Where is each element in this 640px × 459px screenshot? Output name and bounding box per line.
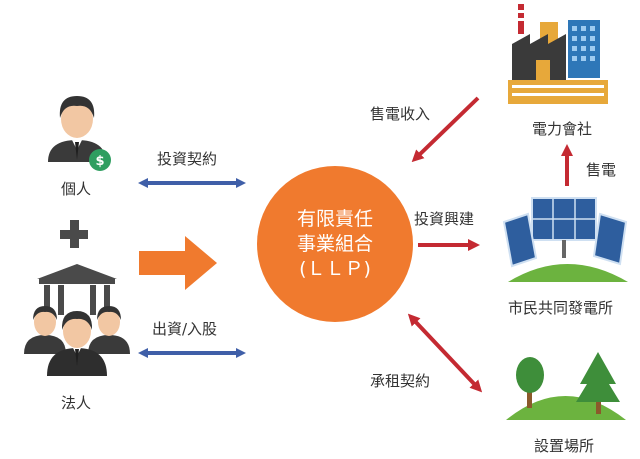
llp-label: 有限責任 事業組合 (ＬＬＰ) — [258, 207, 412, 282]
citizen-plant-icon — [502, 197, 628, 282]
contribution-label: 出資/入股 — [152, 320, 218, 338]
power-company-icon — [508, 4, 608, 104]
corporation-label: 法人 — [61, 394, 92, 412]
citizen-plant-label: 市民共同發電所 — [508, 299, 614, 317]
electricity-revenue-arrow — [411, 96, 480, 163]
lease-contract-arrow — [407, 313, 483, 393]
llp-label-line1: 有限責任 — [296, 208, 373, 230]
sell-power-label: 售電 — [586, 161, 617, 179]
installation-site-icon — [506, 352, 626, 420]
power-company-label: 電力會社 — [532, 120, 593, 138]
lease-contract-label: 承租契約 — [370, 372, 431, 390]
llp-label-line3: (ＬＬＰ) — [299, 258, 371, 280]
plus-icon — [60, 220, 88, 248]
electricity-revenue-label: 售電收入 — [370, 105, 431, 123]
investment-contract-label: 投資契約 — [157, 150, 218, 168]
investment-build-label: 投資興建 — [414, 210, 475, 228]
orange-arrow — [139, 236, 217, 290]
individual-label: 個人 — [61, 180, 92, 198]
llp-label-line2: 事業組合 — [296, 233, 373, 255]
llp-circle — [257, 166, 413, 322]
svg-text:$: $ — [95, 154, 104, 169]
individual-icon: $ — [48, 96, 111, 171]
corporation-icon — [24, 264, 130, 376]
installation-site-label: 設置場所 — [534, 437, 595, 455]
